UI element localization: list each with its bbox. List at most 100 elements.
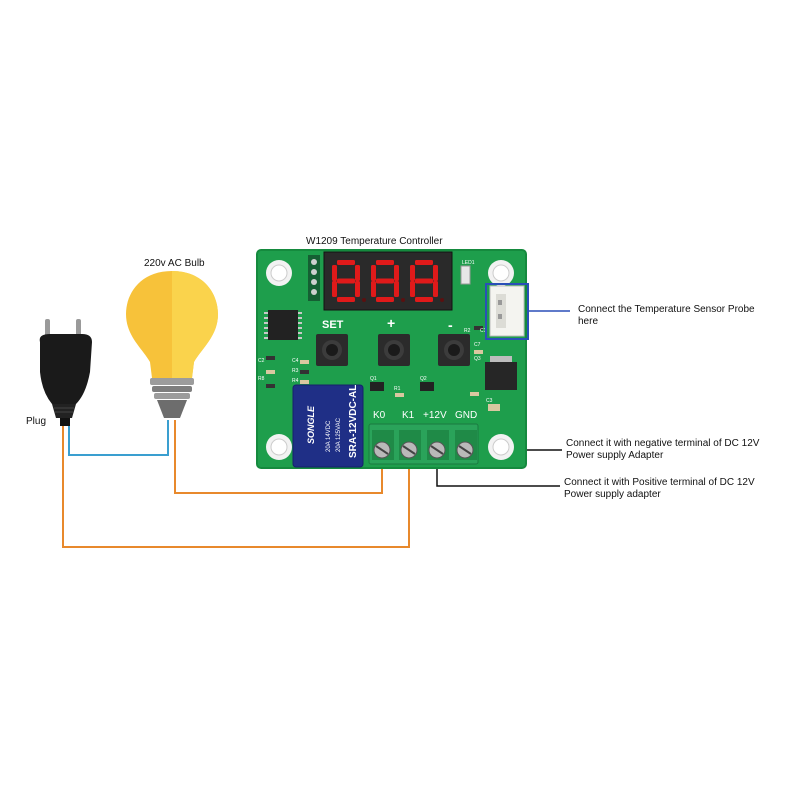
bulb-label: 220v AC Bulb <box>144 258 205 269</box>
plug-icon <box>39 319 92 426</box>
led-indicator <box>460 265 471 285</box>
display-segment <box>415 278 433 284</box>
terminal-label-12v: +12V <box>423 410 447 421</box>
silk-label: C1 <box>480 328 487 334</box>
ac-wire-plug-to-k1 <box>62 425 410 548</box>
display-segment <box>332 281 337 297</box>
relay-rating-1: 20A 14VDC <box>326 420 332 452</box>
silk-label: R8 <box>258 376 265 382</box>
minus-button-label: - <box>448 317 453 333</box>
terminal-screw-k0[interactable] <box>372 430 394 460</box>
relay: SONGLE 20A 14VDC 20A 125VAC SRA-12VDC-AL <box>292 384 364 468</box>
chip-pin <box>298 312 302 314</box>
minus-button[interactable] <box>438 334 470 366</box>
display-segment <box>394 281 399 297</box>
display-segment <box>371 281 376 297</box>
display-segment <box>410 281 415 297</box>
silk-label: Q3 <box>474 356 481 362</box>
display-segment <box>355 265 360 281</box>
terminal-block <box>368 423 479 465</box>
plug-label: Plug <box>26 416 46 427</box>
positive-callout-line1: Connect it with Positive terminal of DC … <box>564 477 755 488</box>
relay-brand: SONGLE <box>306 405 316 444</box>
chip-pin <box>264 322 268 324</box>
ac-wire-bulb-to-k0 <box>174 420 383 494</box>
silk-label: R4 <box>292 378 299 384</box>
display-segment <box>376 278 394 284</box>
display-segment <box>337 297 355 302</box>
display-segment <box>433 265 438 281</box>
display-digit <box>371 260 405 302</box>
chip-pin <box>264 312 268 314</box>
negative-callout-line2: Power supply Adapter <box>566 450 664 461</box>
mounting-hole <box>266 434 292 460</box>
display-segment <box>337 278 355 284</box>
terminal-screw-12v[interactable] <box>427 430 449 460</box>
silk-label: C3 <box>486 398 493 404</box>
display-decimal-point <box>401 298 405 302</box>
display-segment <box>415 260 433 265</box>
chip-pin <box>298 332 302 334</box>
relay-rating-2: 20A 125VAC <box>336 417 342 452</box>
positive-callout-line2: Power supply adapter <box>564 489 661 500</box>
silk-label: C4 <box>292 358 299 364</box>
display-segment <box>355 281 360 297</box>
terminal-label-k0: K0 <box>373 410 386 421</box>
display-segment <box>394 265 399 281</box>
terminal-screw-k1[interactable] <box>399 430 421 460</box>
silk-label: R3 <box>292 368 299 374</box>
silk-label: R2 <box>464 328 471 334</box>
chip-pin <box>298 317 302 319</box>
controller-title: W1209 Temperature Controller <box>306 236 443 247</box>
chip-pin <box>298 322 302 324</box>
mounting-hole <box>488 260 514 286</box>
display-segment <box>371 265 376 281</box>
bulb-icon <box>126 271 218 418</box>
negative-callout-line1: Connect it with negative terminal of DC … <box>566 438 760 449</box>
chip-pin <box>264 327 268 329</box>
silk-label: Q2 <box>420 376 427 382</box>
silk-label: Q1 <box>370 376 377 382</box>
display-decimal-point <box>362 298 366 302</box>
voltage-regulator <box>485 356 517 390</box>
smd-components <box>266 326 500 411</box>
plus-button[interactable] <box>378 334 410 366</box>
display-segment <box>410 265 415 281</box>
chip-pin <box>264 317 268 319</box>
sensor-callout-line1: Connect the Temperature Sensor Probe <box>578 304 755 315</box>
sensor-connector[interactable] <box>489 285 525 337</box>
silk-label: C2 <box>258 358 265 364</box>
microcontroller-chip <box>264 310 302 340</box>
chip-pin <box>298 337 302 339</box>
relay-model: SRA-12VDC-AL <box>348 385 359 458</box>
terminal-label-k1: K1 <box>402 410 415 421</box>
display-segment <box>376 297 394 302</box>
display-segment <box>337 260 355 265</box>
mounting-hole <box>266 260 292 286</box>
chip-pin <box>298 327 302 329</box>
mounting-hole <box>488 434 514 460</box>
display-segment <box>332 265 337 281</box>
silk-label: C7 <box>474 342 481 348</box>
set-button-label: SET <box>322 319 344 331</box>
terminal-label-gnd: GND <box>455 410 477 421</box>
pin-header <box>308 255 320 301</box>
silk-label: R1 <box>394 386 401 392</box>
w1209-board: LED1 SET + - <box>256 249 527 469</box>
display-digit <box>410 260 444 302</box>
display-segment <box>433 281 438 297</box>
terminal-screw-gnd[interactable] <box>455 430 477 460</box>
set-button[interactable] <box>316 334 348 366</box>
sensor-callout-line2: here <box>578 316 598 327</box>
plus-button-label: + <box>387 315 395 331</box>
display-segment <box>376 260 394 265</box>
display-digit <box>332 260 366 302</box>
display-segment <box>415 297 433 302</box>
led-label: LED1 <box>462 260 475 266</box>
neutral-wire-plug-to-bulb <box>68 420 169 456</box>
display-decimal-point <box>440 298 444 302</box>
chip-pin <box>264 337 268 339</box>
seven-segment-display <box>323 251 453 311</box>
chip-pin <box>264 332 268 334</box>
